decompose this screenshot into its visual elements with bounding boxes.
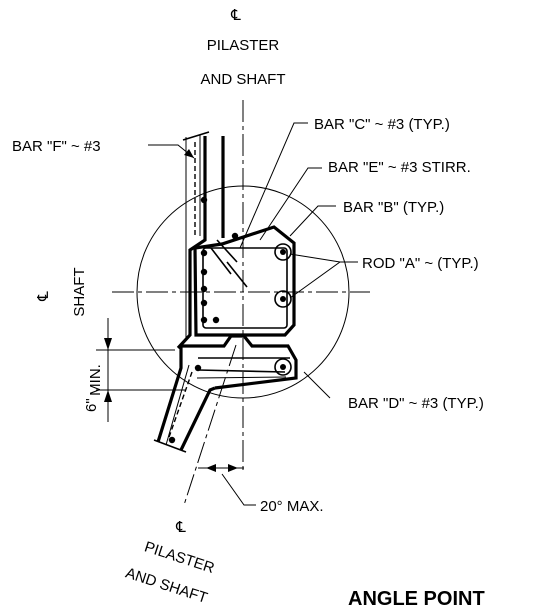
rebar-dot [200, 285, 208, 293]
rebar-dot [231, 232, 239, 240]
rebar-dot [200, 268, 208, 276]
rebar-dot [212, 316, 220, 324]
angle-dim-arrow [206, 464, 216, 472]
rod-a-dot [280, 364, 286, 370]
upper-pilaster-break-mark [182, 131, 210, 141]
rod-a-leader [289, 253, 341, 263]
bar-d-lower [196, 376, 287, 379]
rebar-dot [200, 316, 208, 324]
bar-d-leader [303, 371, 331, 399]
rebar-dot [200, 249, 208, 257]
lower-pilaster-inner-wall [179, 386, 216, 451]
lower-pilaster-break-mark [153, 439, 187, 453]
lower-pilaster-edge [165, 364, 190, 446]
min-dim-value: 6" [83, 398, 100, 412]
rod-a-dot [280, 296, 286, 302]
bar-f-label: BAR "F" ~ #3 [12, 138, 101, 155]
min-dim-label: MIN. [87, 364, 104, 396]
bar-e-diagonal [210, 247, 232, 275]
rod-a-circle [274, 358, 292, 376]
lower-pilaster-dash [167, 371, 193, 441]
bar-d-block-outline [181, 334, 298, 390]
angle-dim-label: 20° MAX. [260, 498, 324, 515]
bar-f-arrow [184, 149, 194, 158]
detail-title: ANGLE POINT [348, 588, 485, 608]
bar-c-short [226, 261, 248, 288]
angle-dim-arrow [228, 464, 238, 472]
min-dim-arrow [104, 338, 112, 350]
angle-leader [221, 473, 256, 506]
bar-d-bar [197, 369, 286, 373]
bar-c-leader [239, 122, 308, 249]
bar-d-label: BAR "D" ~ #3 (TYP.) [348, 395, 484, 412]
top-centerline-label-1: PILASTER [207, 37, 280, 54]
rebar-dot [168, 436, 176, 444]
shaft-centerline-label: SHAFT [71, 267, 88, 316]
rod-a-circle [274, 243, 292, 261]
shaft-centerline-symbol: ℄ [35, 291, 52, 302]
rebar-dots [168, 196, 239, 444]
top-centerline-label-2: AND SHAFT [200, 71, 285, 88]
bottom-pilaster-centerline [183, 344, 237, 506]
min-dim-arrow [104, 390, 112, 402]
bar-b-label: BAR "B" (TYP.) [343, 199, 444, 216]
bar-e-leader [259, 167, 322, 241]
rod-a-circles [274, 243, 292, 376]
lower-pilaster-outer-wall [156, 346, 183, 443]
bottom-centerline-label-1: PILASTER [142, 538, 216, 577]
rebar-dot [200, 299, 208, 307]
bar-c-label: BAR "C" ~ #3 (TYP.) [314, 116, 450, 133]
bar-c-diagonal [216, 239, 238, 263]
bottom-centerline-symbol: ℄ [175, 519, 186, 536]
bar-b-leader [289, 205, 336, 237]
rod-a-dot [280, 249, 286, 255]
core-block-outline [193, 225, 296, 337]
upper-pilaster-outer-wall [176, 136, 207, 350]
core-inner-stirrup [202, 247, 288, 329]
rod-a-circle [274, 290, 292, 308]
top-centerline-symbol: ℄ [230, 7, 241, 24]
rebar-dot [200, 196, 208, 204]
bar-e-label: BAR "E" ~ #3 STIRR. [328, 159, 471, 176]
rod-a-label: ROD "A" ~ (TYP.) [362, 255, 479, 272]
rod-a-leader [289, 261, 358, 299]
